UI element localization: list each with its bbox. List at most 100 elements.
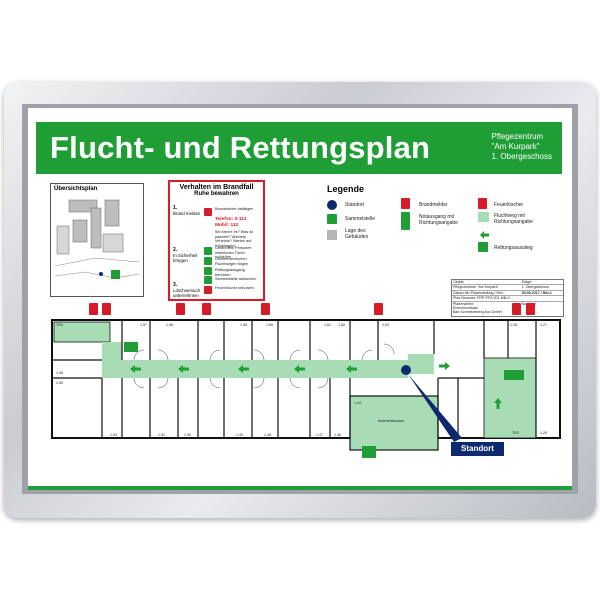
fire-alarm-icon: [102, 303, 111, 315]
room-number: 1.44: [354, 401, 361, 405]
phone-line: Telefon: 0-112: [215, 217, 247, 222]
overview-map-drawing: [55, 196, 139, 292]
step-label: Brand melden: [173, 211, 201, 216]
arrow-right-icon: [204, 257, 212, 265]
info-cell: Etage:: [521, 280, 532, 284]
info-row: Eisenmondsaal: [452, 306, 563, 310]
behavior-text: Feuerlöscher benutzen: [215, 286, 254, 290]
info-cell: Planersteller:: [453, 301, 474, 306]
room-number: 1.63: [382, 323, 389, 327]
phone-numbers: Telefon: 0-112 Mobil: 112: [215, 217, 247, 229]
legend-label: Lage des Gebäudes: [345, 228, 369, 240]
room-number: 1.60: [266, 323, 273, 327]
step-label: Löschversuch unternehmen: [173, 288, 201, 298]
step-number: 2.: [173, 247, 178, 253]
room-number: 1.61: [324, 323, 331, 327]
facility-line: 1. Obergeschoss: [491, 152, 552, 161]
room-number: 1.51: [158, 433, 165, 437]
info-row: Pflegezentrum "Am Kurpark" 1. Obergeschos…: [452, 285, 563, 291]
emergency-exit-icon: [401, 212, 410, 230]
behavior-text: Gekennzeichneten Fluchtwegen folgen: [215, 257, 248, 266]
info-cell: 09.05.2017 / Rev.1: [521, 290, 552, 295]
behavior-text: Wo brennt es? Was ist passiert? Wieviele…: [215, 230, 253, 248]
legend-label: Fluchtweg mit Richtungsangabe: [494, 213, 533, 225]
behavior-title: Verhalten im Brandfall: [179, 184, 254, 191]
fire-alarm-icon: [261, 303, 270, 315]
behavior-step-3: 3. Löschversuch unternehmen: [173, 282, 205, 299]
room-number: 1.27: [540, 323, 547, 327]
info-cell: Bad Schmiedeberg-Kur-GmbH: [453, 310, 502, 315]
phone-line: Mobil: 112: [215, 223, 239, 228]
info-row: Objekt: Etage:: [452, 280, 563, 286]
info-cell: 1. Obergeschoss: [521, 285, 549, 290]
room-number: 1.56: [56, 371, 63, 375]
plan-info-box: Objekt: Etage: Pflegezentrum "Am Kurpark"…: [451, 279, 564, 317]
info-cell: Plan-Nummer: FRP-PFZ-001-MB-G: [453, 296, 511, 301]
step-number: 1.: [173, 205, 178, 211]
overview-title: Übersichtsplan: [54, 186, 98, 192]
assembly-point-icon: [204, 276, 212, 284]
fire-alarm-icon: [204, 208, 212, 216]
facility-line: "Am Kurpark": [491, 142, 540, 151]
rescue-exit-icon: [478, 242, 488, 252]
behavior-text: Rettungsausgang benutzen: [215, 268, 245, 277]
info-row: Datum der Planerstellung / Rev.: 09.05.20…: [452, 290, 563, 297]
room-number: 1.58: [166, 323, 173, 327]
behavior-step-2: 2. In Sicherheit bringen: [173, 247, 203, 264]
step-label: In Sicherheit bringen: [173, 253, 198, 263]
exit-person-icon: [204, 247, 212, 255]
assembly-point-icon: [327, 214, 337, 224]
escape-route-icon: [478, 212, 489, 222]
floor-plan: TR4 1.57 1.58 1.59 1.60 1.61 1.62 1.63 1…: [51, 319, 561, 458]
legend-title: Legende: [327, 184, 365, 194]
facility-line: Pflegezentrum: [491, 132, 544, 141]
building-location-icon: [327, 230, 337, 240]
legend-label: Brandmelder: [419, 202, 448, 208]
info-cell: Eisenmondsaal: [453, 306, 478, 311]
fire-extinguisher-icon: [204, 286, 212, 294]
legend-label: Notausgang mit Richtungsangabe: [419, 214, 458, 226]
room-number: 1.29: [540, 431, 547, 435]
fire-extinguisher-icon: [89, 303, 98, 315]
arrow-left-icon: [480, 226, 489, 239]
behavior-subtitle: Ruhe bewahren: [194, 191, 239, 197]
evacuation-plan-poster: Flucht- und Rettungsplan Pflegezentrum "…: [28, 108, 572, 490]
room-number: TR4: [56, 323, 63, 327]
room-number: 1.54: [110, 433, 117, 437]
standort-dot-icon: [327, 200, 337, 210]
fire-alarm-icon: [526, 303, 535, 315]
behavior-step-1: 1. Brand melden: [173, 205, 203, 217]
room-number: 1.28: [510, 323, 517, 327]
room-number: 1.57: [140, 323, 147, 327]
standort-label: Standort: [451, 442, 504, 456]
fire-extinguisher-icon: [478, 198, 487, 209]
overview-map: Übersichtsplan: [50, 183, 144, 297]
behavior-text: Brandmelder betätigen: [215, 207, 254, 211]
room-number: 1.48: [264, 433, 271, 437]
room-number: TR3: [512, 431, 519, 435]
room-number: 1.59: [240, 323, 247, 327]
fire-extinguisher-icon: [202, 303, 211, 315]
room-number: 1.47: [316, 433, 323, 437]
info-cell: Pflegezentrum "Am Kurpark": [453, 285, 499, 290]
info-cell: Datum der Planerstellung / Rev.:: [453, 290, 505, 295]
legend-label: Sammelstelle: [345, 216, 376, 222]
info-row: Bad Schmiedeberg-Kur-GmbH: [452, 310, 563, 314]
facility-info: Pflegezentrum "Am Kurpark" 1. Obergescho…: [492, 132, 552, 162]
fire-alarm-icon: [374, 303, 383, 315]
step-number: 3.: [173, 282, 178, 288]
fire-extinguisher-icon: [512, 303, 521, 315]
rescue-exit-icon: [204, 267, 212, 275]
room-number: 1.62: [338, 323, 345, 327]
fire-behavior-box: Verhalten im Brandfall Ruhe bewahren 1. …: [168, 180, 265, 301]
bottom-strip: [28, 486, 572, 490]
fire-alarm-icon: [176, 303, 185, 315]
poster-title: Flucht- und Rettungsplan: [50, 130, 431, 165]
assembly-room-label: Aufenthaltsraum: [378, 419, 404, 423]
behavior-text: Sammelstelle aufsuchen: [215, 277, 257, 281]
room-number: 1.49: [236, 433, 243, 437]
info-cell: Objekt:: [453, 280, 465, 284]
room-number: 1.55: [56, 381, 63, 385]
title-bar: Flucht- und Rettungsplan Pflegezentrum "…: [36, 122, 562, 174]
legend-label: Rettungsausstieg: [494, 245, 533, 251]
